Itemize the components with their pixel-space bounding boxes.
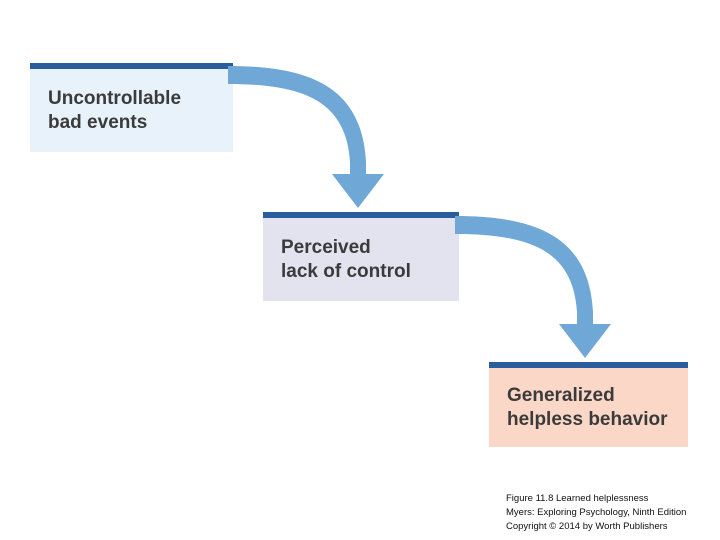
arrow-uncontrollable-to-perceived xyxy=(228,66,384,208)
arrow-perceived-to-generalized xyxy=(455,216,611,358)
box-perceived-label: Perceived lack of control xyxy=(281,236,411,282)
caption-line-copyright: Copyright © 2014 by Worth Publishers xyxy=(506,520,668,532)
box-perceived-lack-of-control: Perceived lack of control xyxy=(263,212,459,301)
figure-caption: Figure 11.8 Learned helplessness Myers: … xyxy=(506,492,716,533)
box-uncontrollable-bad-events: Uncontrollable bad events xyxy=(30,63,233,152)
box-uncontrollable-label: Uncontrollable bad events xyxy=(48,87,182,133)
box-generalized-helpless-behavior: Generalized helpless behavior xyxy=(489,362,688,447)
box-generalized-label: Generalized helpless behavior xyxy=(507,384,668,430)
caption-line-figure: Figure 11.8 Learned helplessness xyxy=(506,493,649,504)
caption-line-source: Myers: Exploring Psychology, Ninth Editi… xyxy=(506,506,687,518)
